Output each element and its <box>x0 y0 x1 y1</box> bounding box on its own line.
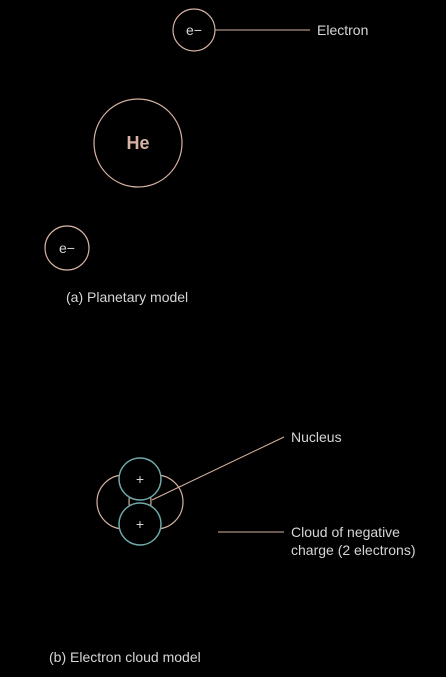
cloud-label-line2: charge (2 electrons) <box>291 542 416 558</box>
electron-bottom-circle <box>44 225 90 271</box>
proton-top-circle <box>118 457 162 501</box>
proton-bottom-circle <box>118 502 162 546</box>
proton-top-symbol: + <box>136 471 144 487</box>
nucleus-label: Nucleus <box>291 429 342 445</box>
cloud-label-line1: Cloud of negative <box>291 524 400 540</box>
electron-bottom-symbol: e− <box>59 240 75 256</box>
electron-cloud-caption: (b) Electron cloud model <box>49 649 201 665</box>
planetary-model-caption: (a) Planetary model <box>66 289 188 305</box>
planetary-model: e− Electron He e− (a) Planetary model <box>44 8 368 305</box>
helium-nucleus-symbol: He <box>126 133 149 153</box>
proton-bottom-symbol: + <box>136 516 144 532</box>
electron-top-symbol: e− <box>186 22 202 38</box>
electron-label: Electron <box>317 22 368 38</box>
helium-nucleus-circle <box>93 98 183 188</box>
nucleus-leader-line <box>151 436 285 501</box>
electron-cloud-model: + + Nucleus Cloud of negative charge (2 … <box>49 429 416 665</box>
